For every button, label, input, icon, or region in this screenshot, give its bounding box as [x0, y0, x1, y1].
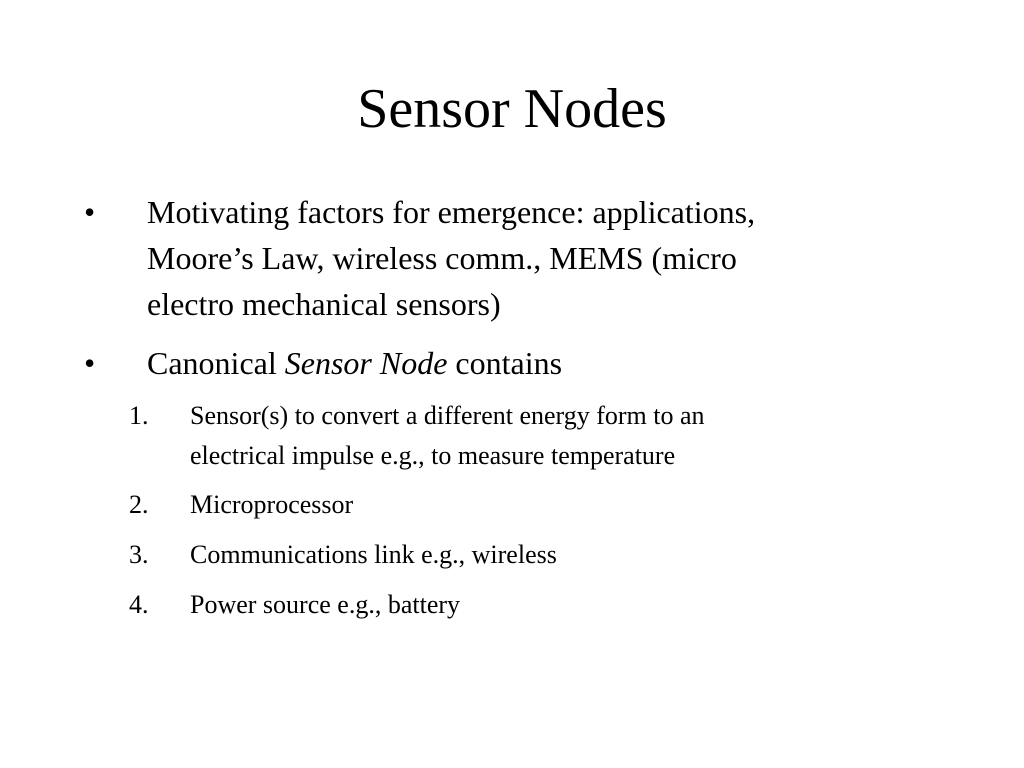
bullet-text: Canonical Sensor Node contains: [147, 340, 947, 386]
bullet-marker: •: [84, 194, 96, 230]
item-line: electrical impulse e.g., to measure temp…: [190, 441, 676, 470]
bullet-prefix: Canonical: [147, 345, 285, 381]
bullet-text: Motivating factors for emergence: applic…: [147, 189, 947, 327]
item-line: Sensor(s) to convert a different energy …: [190, 401, 705, 430]
item-text: Communications link e.g., wireless: [190, 535, 950, 575]
bullet-line: electro mechanical sensors): [147, 286, 501, 322]
item-text: Sensor(s) to convert a different energy …: [190, 396, 950, 476]
item-text: Power source e.g., battery: [190, 585, 950, 625]
item-line: Communications link e.g., wireless: [190, 540, 557, 569]
item-number: 4.: [129, 590, 149, 619]
bullet-line: Moore’s Law, wireless comm., MEMS (micro: [147, 240, 737, 276]
item-line: Power source e.g., battery: [190, 590, 461, 619]
item-text: Microprocessor: [190, 485, 950, 525]
bullet-line: Motivating factors for emergence: applic…: [147, 194, 756, 230]
bullet-emphasis: Sensor Node: [284, 345, 448, 381]
item-line: Microprocessor: [190, 490, 354, 519]
bullet-suffix: contains: [447, 345, 563, 381]
item-number: 3.: [129, 540, 149, 569]
item-number: 1.: [129, 401, 149, 430]
bullet-line: Canonical Sensor Node contains: [147, 340, 947, 386]
bullet-marker: •: [84, 345, 96, 381]
slide-title: Sensor Nodes: [357, 78, 667, 140]
item-number: 2.: [129, 490, 149, 519]
